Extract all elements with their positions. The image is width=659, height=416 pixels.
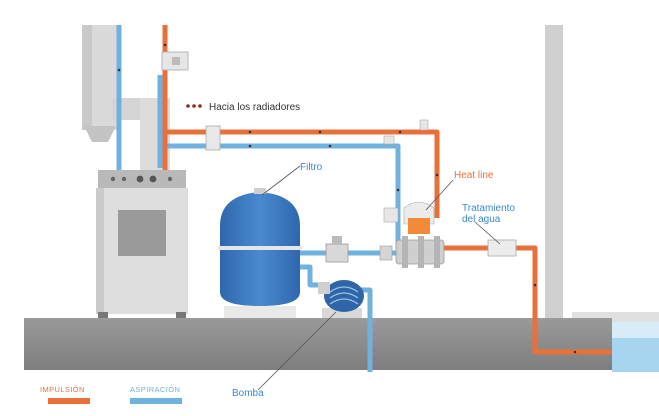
filter-label: Filtro: [300, 162, 323, 173]
supply-loop-pipe: [165, 129, 440, 218]
filter-leader: [261, 165, 301, 196]
floor-slab: [24, 318, 612, 370]
water-treatment-unit: [487, 239, 517, 257]
water-treatment-label-line1: Tratamiento: [462, 203, 515, 214]
heat-line-label: Heat line: [454, 170, 494, 181]
legend-aspiracion-swatch: [130, 398, 182, 404]
impulsion-pipes: [162, 25, 612, 355]
pool-supply-pipe: [440, 245, 612, 355]
legend-impulsion-label: IMPULSIÓN: [40, 385, 85, 394]
boiler: [96, 170, 188, 318]
heat-line-leader: [425, 179, 454, 211]
flow-markers: [117, 43, 577, 354]
right-wall: [545, 25, 563, 320]
radiators-dots: [186, 104, 202, 108]
valves: [161, 51, 429, 151]
filter-tank: [218, 188, 302, 318]
treatment-leader: [474, 221, 501, 245]
boiler-flue: [82, 25, 170, 172]
multiport-valve: [325, 236, 349, 263]
legend-aspiracion-label: ASPIRACIÓN: [130, 385, 180, 394]
radiators-label: Hacia los radiadores: [209, 102, 300, 113]
heat-exchanger: [379, 201, 445, 268]
water-treatment-label-line2: del agua: [462, 214, 501, 225]
leader-lines: [257, 165, 501, 391]
legend-impulsion-swatch: [48, 398, 90, 404]
legend: IMPULSIÓN ASPIRACIÓN: [40, 385, 182, 404]
pump: [318, 280, 364, 318]
pump-leader: [257, 311, 337, 391]
pump-label: Bomba: [232, 388, 264, 399]
